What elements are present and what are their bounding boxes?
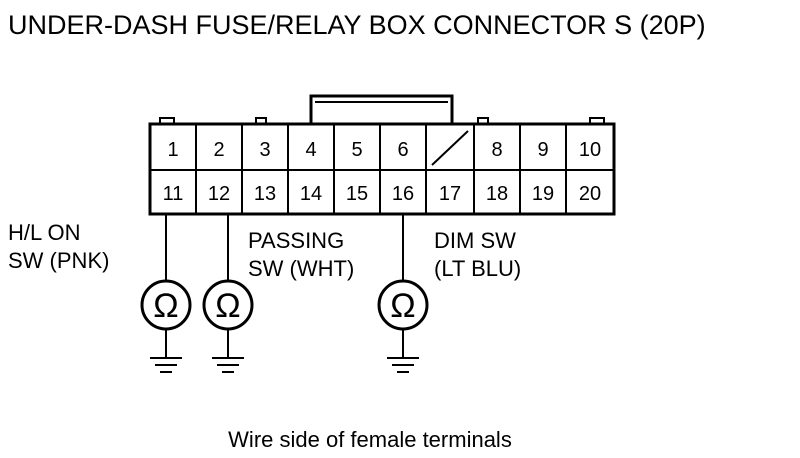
ground-icon (387, 357, 419, 373)
terminal-4: 4 (305, 139, 316, 161)
terminal-20: 20 (579, 183, 601, 205)
probe-terminal-16: Ω (377, 214, 429, 373)
svg-text:Ω: Ω (153, 287, 178, 325)
terminal-5: 5 (351, 139, 362, 161)
terminal-18: 18 (486, 183, 508, 205)
terminal-14: 14 (300, 183, 322, 205)
terminal-19: 19 (532, 183, 554, 205)
probe-terminal-12: Ω (202, 214, 254, 373)
ohmmeter-icon: Ω (202, 279, 254, 331)
connector-lock-tab (309, 94, 454, 124)
terminal-9: 9 (537, 139, 548, 161)
terminal-1: 1 (167, 139, 178, 161)
terminal-3: 3 (259, 139, 270, 161)
terminal-11: 11 (163, 183, 184, 205)
terminal-12: 12 (208, 183, 230, 205)
ohmmeter-icon: Ω (140, 279, 192, 331)
terminal-17: 17 (439, 183, 461, 205)
diagram-caption: Wire side of female terminals (228, 427, 512, 452)
connector-notches (159, 117, 605, 124)
probe-terminal-11: Ω (140, 214, 192, 373)
unused-cavity-slash (431, 130, 469, 166)
terminal-row-top: 1 2 3 4 5 6 8 9 10 (167, 139, 601, 161)
probe-label-hl-on-line2: SW (PNK) (8, 248, 109, 273)
diagram-title: UNDER-DASH FUSE/RELAY BOX CONNECTOR S (2… (8, 10, 706, 40)
ground-icon (150, 357, 182, 373)
ohmmeter-icon: Ω (377, 279, 429, 331)
terminal-15: 15 (346, 183, 368, 205)
terminal-13: 13 (254, 183, 276, 205)
probe-label-hl-on-line1: H/L ON (8, 220, 81, 245)
ground-icon (212, 357, 244, 373)
terminal-2: 2 (213, 139, 224, 161)
probe-label-passing-line2: SW (WHT) (248, 256, 354, 281)
terminal-row-bottom: 11 12 13 14 15 16 17 18 19 20 (163, 183, 602, 205)
probe-label-passing-line1: PASSING (248, 228, 344, 253)
svg-text:Ω: Ω (390, 287, 415, 325)
svg-text:Ω: Ω (215, 287, 240, 325)
terminal-8: 8 (491, 139, 502, 161)
cavity-grid (150, 124, 614, 214)
terminal-16: 16 (392, 183, 414, 205)
probe-label-dim-sw-line1: DIM SW (434, 228, 516, 253)
terminal-10: 10 (579, 139, 601, 161)
probe-label-dim-sw-line2: (LT BLU) (434, 256, 521, 281)
terminal-6: 6 (397, 139, 408, 161)
